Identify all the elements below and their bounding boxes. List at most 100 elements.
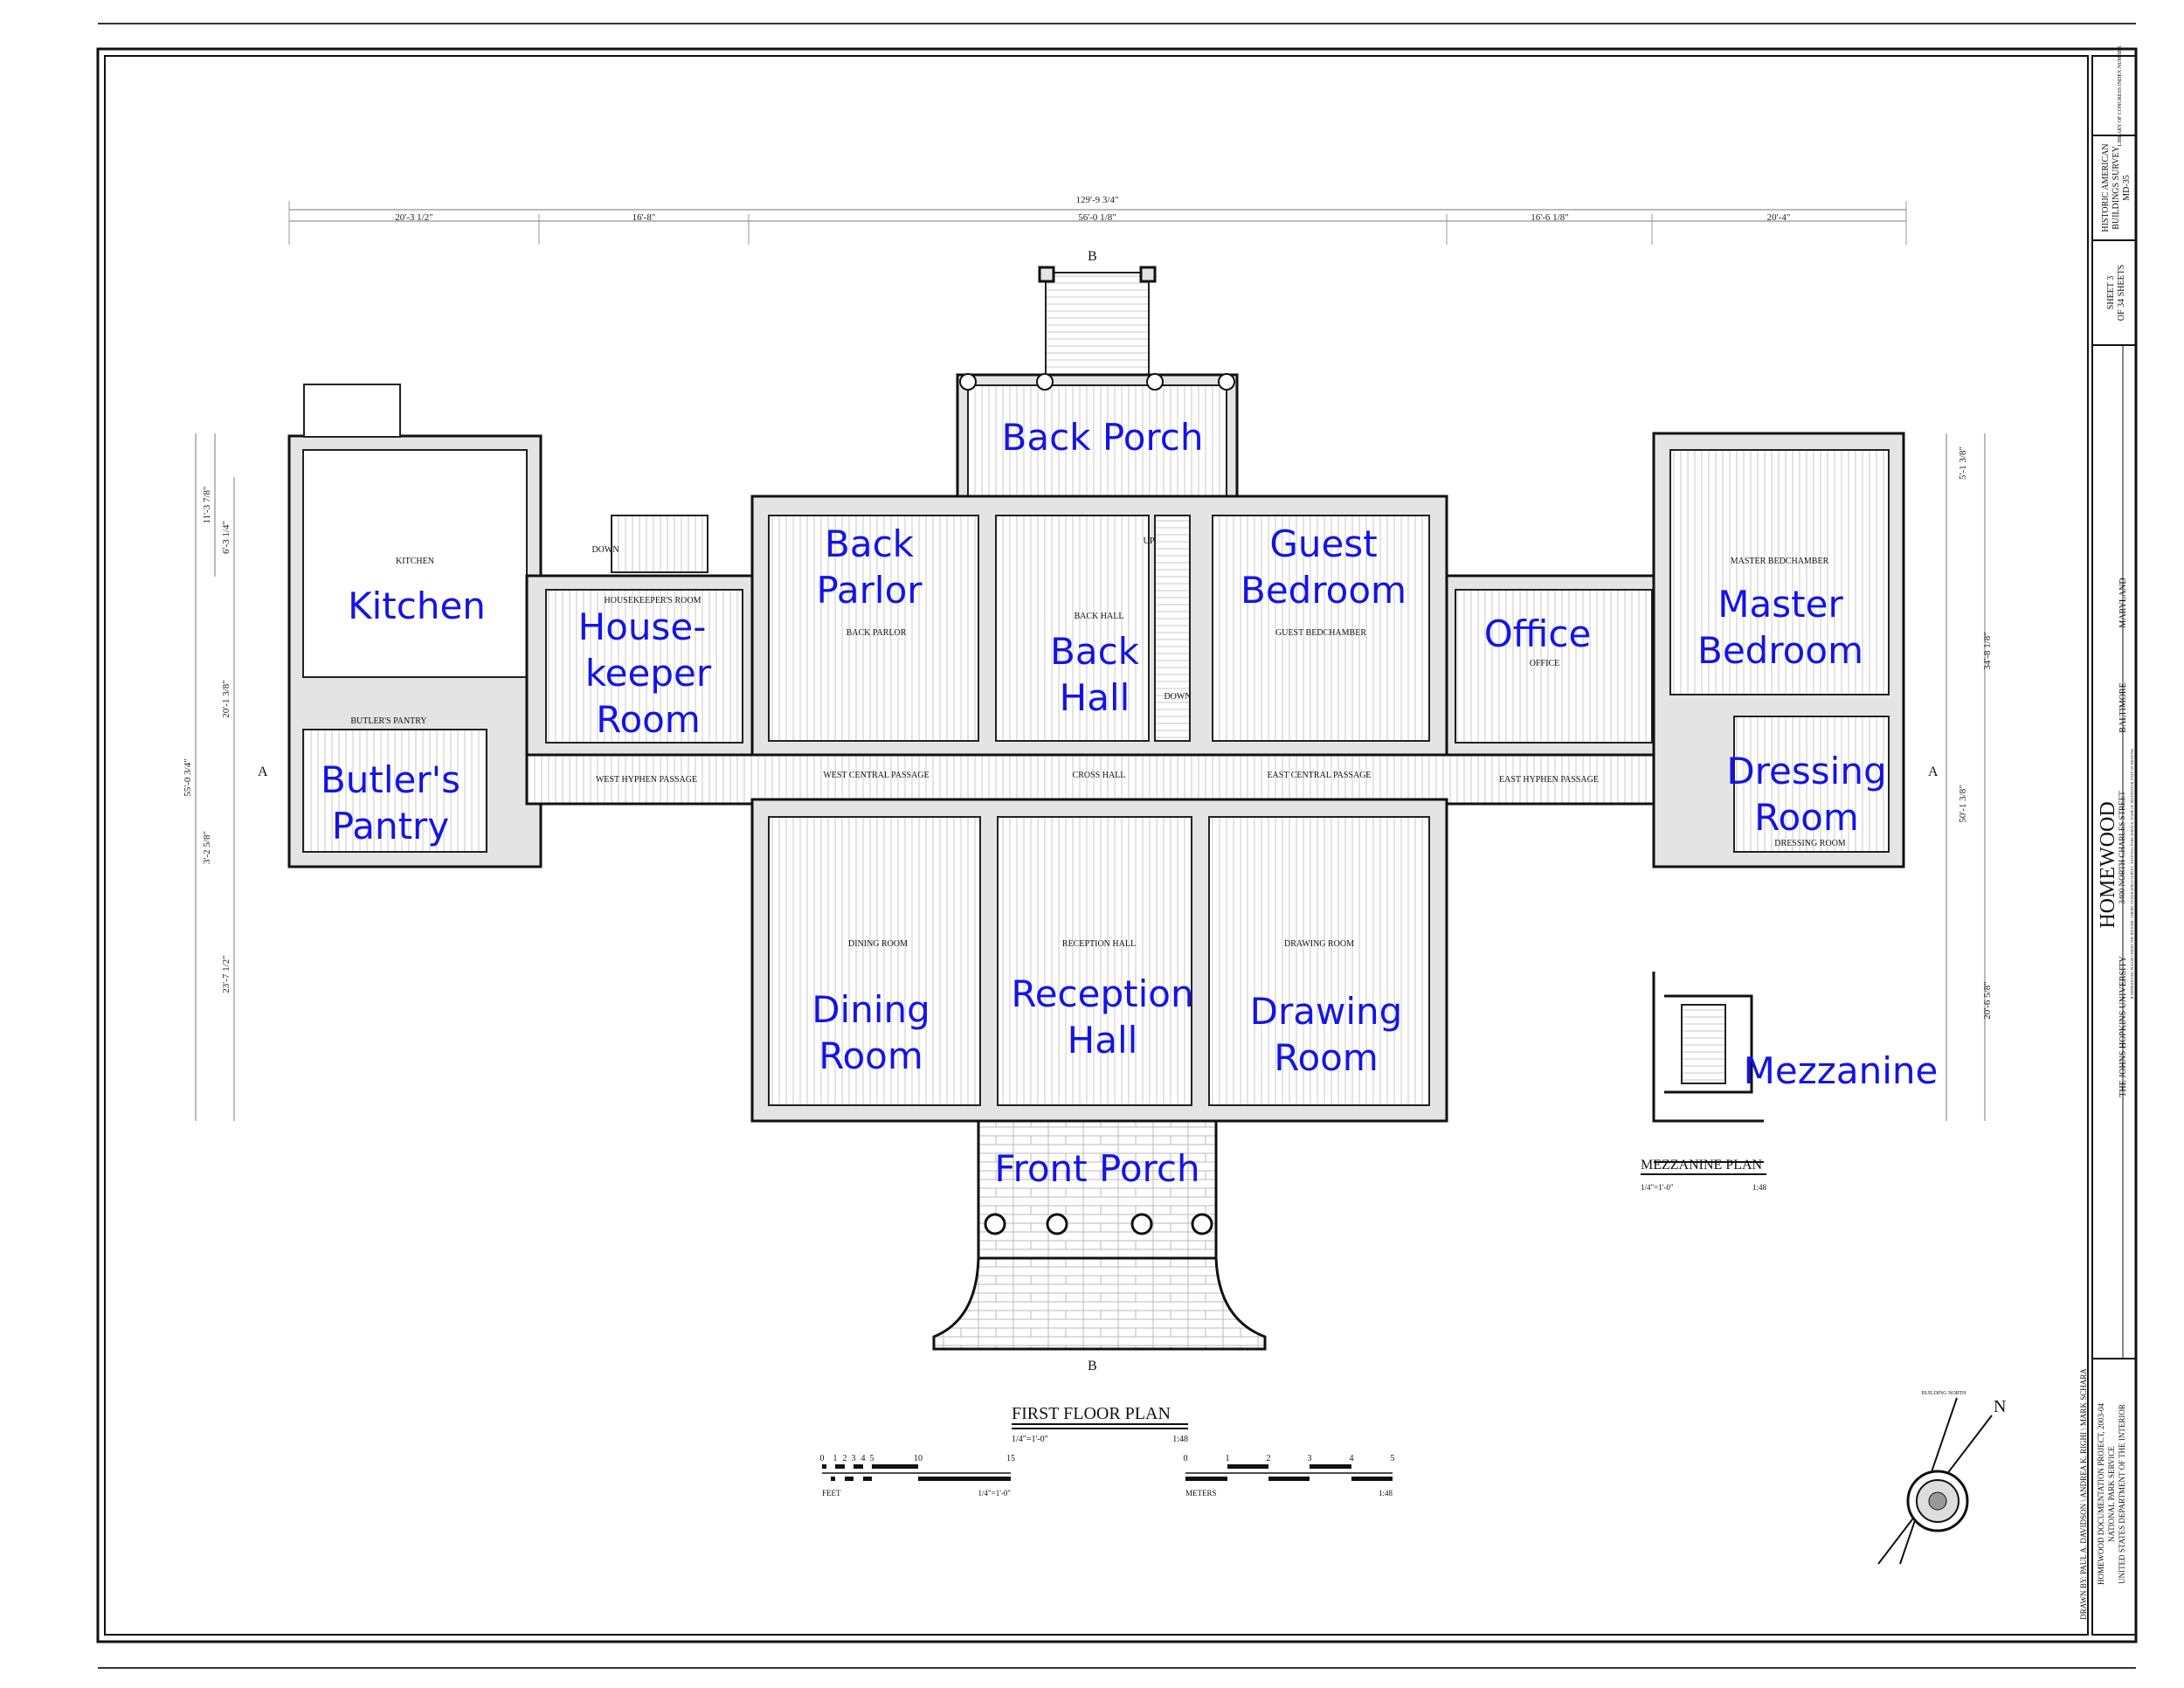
survey-line-1: HISTORIC AMERICAN bbox=[2101, 143, 2111, 232]
reception-hall bbox=[997, 816, 1192, 1106]
front-porch bbox=[977, 1119, 1218, 1260]
mezzanine-scale: 1/4"=1'-0" bbox=[1641, 1183, 1674, 1192]
feet-tick-2: 2 bbox=[843, 1454, 847, 1463]
mezzanine-title: MEZZANINE PLAN 1/4"=1'-0" 1:48 bbox=[1641, 1158, 1766, 1192]
meter-scale-bar: 0 1 2 3 4 5 METERS 1:48 bbox=[1184, 1454, 1395, 1498]
dim-left-1: 11'-3 7/8" bbox=[202, 486, 212, 523]
housekeepers-room bbox=[545, 589, 743, 744]
kitchen bbox=[302, 449, 528, 678]
back-steps bbox=[1045, 272, 1150, 376]
front-steps bbox=[932, 1256, 1267, 1351]
label-dining: DINING ROOM bbox=[848, 939, 908, 949]
kitchen-steps bbox=[303, 384, 401, 438]
label-down-kitchen: DOWN bbox=[591, 545, 619, 555]
master-bedchamber bbox=[1669, 449, 1890, 695]
state: MARYLAND bbox=[2118, 578, 2128, 627]
dim-left-4: 3'-2 5/8" bbox=[202, 831, 212, 864]
meter-tick-1: 1 bbox=[1226, 1454, 1230, 1463]
label-drawing: DRAWING ROOM bbox=[1284, 939, 1354, 949]
feet-label: FEET bbox=[822, 1489, 841, 1498]
annot-back-hall-2: Hall bbox=[1060, 676, 1130, 719]
annot-back-parlor-1: Back bbox=[825, 522, 915, 565]
label-up: UP bbox=[1144, 536, 1155, 546]
survey-number: MD-35 bbox=[2122, 175, 2132, 200]
dim-overall-width: 129'-9 3/4" bbox=[1076, 195, 1119, 205]
meter-label: METERS bbox=[1185, 1489, 1217, 1498]
meter-tick-5: 5 bbox=[1391, 1454, 1395, 1463]
feet-tick-5: 5 bbox=[870, 1454, 874, 1463]
mezzanine-ratio: 1:48 bbox=[1752, 1183, 1767, 1192]
meter-tick-3: 3 bbox=[1308, 1454, 1312, 1463]
room-annotations: Back Porch Back Parlor Guest Bedroom Kit… bbox=[321, 416, 1938, 1190]
annot-guest-1: Guest bbox=[1269, 522, 1377, 565]
annot-back-parlor-2: Parlor bbox=[816, 569, 923, 612]
annot-dressing-1: Dressing bbox=[1726, 750, 1886, 792]
office bbox=[1455, 589, 1653, 744]
annot-master-1: Master bbox=[1717, 583, 1843, 626]
label-reception: RECEPTION HALL bbox=[1062, 939, 1136, 949]
feet-tick-15: 15 bbox=[1006, 1454, 1015, 1463]
annot-butler-2: Pantry bbox=[332, 805, 449, 847]
section-a-right: A bbox=[1928, 764, 1939, 779]
feet-tick-1: 1 bbox=[833, 1454, 838, 1463]
label-guest: GUEST BEDCHAMBER bbox=[1275, 628, 1366, 638]
meter-tick-0: 0 bbox=[1184, 1454, 1188, 1463]
feet-tick-10: 10 bbox=[914, 1454, 923, 1463]
survey-line-2: BUILDINGS SURVEY bbox=[2111, 146, 2121, 230]
north-label: N bbox=[1994, 1397, 2006, 1416]
dressing-room bbox=[1733, 716, 1890, 853]
label-cross-hall: CROSS HALL bbox=[1073, 771, 1126, 780]
label-butler: BUTLER'S PANTRY bbox=[350, 716, 426, 726]
dim-left-2: 6'-3 1/4" bbox=[221, 521, 232, 554]
label-office: OFFICE bbox=[1530, 659, 1559, 668]
annot-back-hall-1: Back bbox=[1050, 630, 1140, 673]
dim-left-overall: 55'-0 3/4" bbox=[183, 758, 193, 796]
sheet-number: SHEET 3 bbox=[2106, 276, 2116, 309]
sheet-total: OF 34 SHEETS bbox=[2117, 265, 2126, 321]
plan-scale: 1/4"=1'-0" bbox=[1012, 1435, 1048, 1444]
address: 3400 NORTH CHARLES STREET bbox=[2118, 791, 2126, 904]
dining-room bbox=[768, 816, 981, 1106]
dim-left-5: 23'-7 1/2" bbox=[221, 955, 232, 993]
annot-guest-2: Bedroom bbox=[1241, 569, 1406, 612]
city: BALTIMORE bbox=[2118, 682, 2128, 732]
project-line-3: UNITED STATES DEPARTMENT OF THE INTERIOR bbox=[2118, 1404, 2126, 1584]
annot-mezzanine: Mezzanine bbox=[1744, 1049, 1939, 1092]
feet-scale-bar: 0 1 2 3 4 5 10 15 FEET 1/4"=1'-0" bbox=[820, 1454, 1016, 1498]
dim-right-4: 20'-6 5/8" bbox=[1982, 981, 1993, 1019]
dim-right-1: 5'-1 3/8" bbox=[1958, 446, 1968, 480]
housekeeper-stair bbox=[611, 515, 708, 573]
annot-back-porch: Back Porch bbox=[1002, 416, 1204, 459]
butlers-pantry bbox=[302, 729, 487, 853]
project-line-1: HOMEWOOD DOCUMENTATION PROJECT, 2003-04 bbox=[2097, 1402, 2105, 1585]
annot-butler-1: Butler's bbox=[321, 758, 460, 801]
credit-note: IF REPRODUCED, PLEASE CREDIT THE HISTORI… bbox=[2130, 748, 2135, 999]
meter-scale-note: 1:48 bbox=[1379, 1489, 1393, 1498]
drawn-by: DRAWN BY: PAUL A. DAVIDSON \ ANDREA K. R… bbox=[2079, 1368, 2088, 1620]
mezzanine-plan bbox=[1652, 972, 1764, 1123]
annot-front-porch: Front Porch bbox=[994, 1147, 1199, 1190]
annot-dressing-2: Room bbox=[1754, 796, 1859, 839]
annot-reception-2: Hall bbox=[1068, 1019, 1138, 1062]
annot-drawing-1: Drawing bbox=[1250, 990, 1403, 1033]
top-dimensions: 129'-9 3/4" 20'-3 1/2" 16'-8" 56'-0 1/8"… bbox=[288, 195, 1907, 245]
annot-drawing-2: Room bbox=[1274, 1036, 1379, 1079]
section-a-left: A bbox=[258, 764, 268, 779]
first-floor-plan-title: FIRST FLOOR PLAN bbox=[1012, 1404, 1171, 1423]
dim-right-2: 34'-8 1/8" bbox=[1982, 632, 1993, 669]
building-name: HOMEWOOD bbox=[2097, 801, 2119, 928]
feet-tick-3: 3 bbox=[852, 1454, 856, 1463]
annot-housekeeper-3: Room bbox=[596, 698, 701, 741]
label-east-hyphen: EAST HYPHEN PASSAGE bbox=[1499, 775, 1599, 785]
owner: THE JOHNS HOPKINS UNIVERSITY bbox=[2118, 956, 2128, 1097]
section-b-bottom: B bbox=[1088, 1359, 1097, 1373]
back-hall bbox=[995, 515, 1150, 742]
section-markers: A A B B bbox=[258, 249, 1939, 1373]
annot-housekeeper-2: keeper bbox=[585, 652, 712, 695]
annot-kitchen: Kitchen bbox=[348, 585, 486, 627]
drawing-room bbox=[1208, 816, 1430, 1106]
building-north-label: BUILDING NORTH bbox=[1922, 1391, 1966, 1396]
feet-scale-note: 1/4"=1'-0" bbox=[978, 1489, 1011, 1498]
guest-bedchamber bbox=[1212, 515, 1430, 742]
